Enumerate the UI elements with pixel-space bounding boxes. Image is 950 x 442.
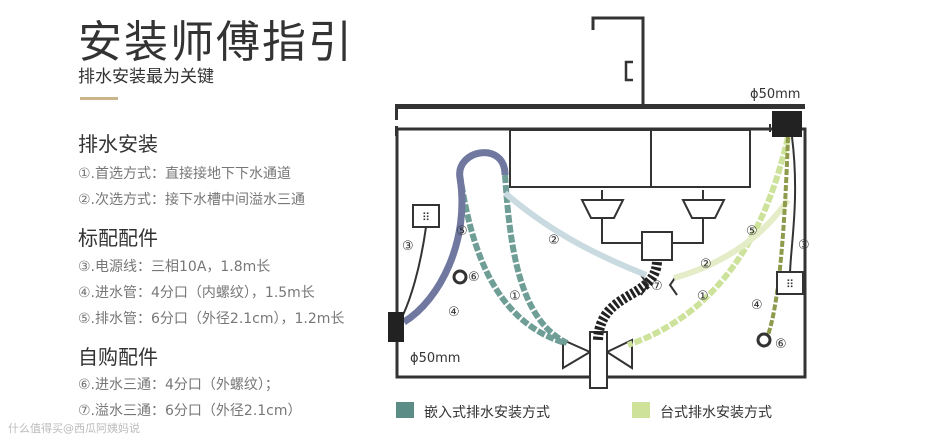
marker-2: ② <box>700 257 712 272</box>
light-green-pipe <box>673 198 791 281</box>
legend-label-countertop: 台式排水安装方式 <box>660 405 772 421</box>
teal-pipe <box>502 174 569 346</box>
pipe-connector-top <box>772 111 802 137</box>
countertop <box>395 104 805 109</box>
inlet-tee-valve <box>756 332 772 348</box>
olive-pipe <box>766 136 790 336</box>
pipe-connector-left <box>388 312 404 342</box>
marker-4: ④ <box>448 305 460 320</box>
sink-drains <box>580 190 726 261</box>
list-item: ③.电源线：三相10A，1.8m长 <box>78 259 271 275</box>
marker-7: ⑦ <box>651 279 663 294</box>
marker-1: ① <box>697 289 709 304</box>
legend-swatch-countertop <box>632 402 650 418</box>
page-subtitle: 排水安装最为关键 <box>78 67 214 87</box>
power-cable <box>789 136 797 276</box>
section-heading-drainage: 排水安装 <box>78 132 158 156</box>
marker-5: ⑤ <box>746 224 758 239</box>
accent-divider <box>80 97 118 100</box>
list-item: ⑦.溢水三通：6分口（外径2.1cm） <box>78 403 302 419</box>
section-heading-purchase: 自购配件 <box>78 345 158 369</box>
svg-text:⠿: ⠿ <box>786 278 794 291</box>
list-item: ②.次选方式：接下水槽中间溢水三通 <box>78 192 306 208</box>
light-blue-pipe <box>503 190 648 278</box>
marker-1: ① <box>509 289 521 304</box>
pipe-size-label-top: ϕ50mm <box>750 87 800 102</box>
floor-drain <box>562 331 633 389</box>
page-title: 安装师傅指引 <box>78 17 354 68</box>
marker-5: ⑤ <box>456 224 468 239</box>
power-socket-right <box>776 271 804 295</box>
watermark: 什么值得买@西瓜阿姨妈说 <box>8 422 140 435</box>
corrugated-drain-pipe <box>593 261 662 341</box>
list-item: ⑤.排水管：6分口（外径2.1cm），1.2m长 <box>78 311 345 327</box>
legend-label-embedded: 嵌入式排水安装方式 <box>424 405 550 421</box>
inlet-tee-valve <box>452 269 468 285</box>
section-heading-standard: 标配配件 <box>78 226 158 250</box>
power-cable-left <box>402 226 427 316</box>
list-item: ⑥.进水三通：4分口（外螺纹）； <box>78 377 279 393</box>
legend-swatch-embedded <box>396 402 414 418</box>
list-item: ④.进水管：4分口（内螺纹），1.5m长 <box>78 285 315 301</box>
marker-6: ⑥ <box>775 337 787 352</box>
marker-4: ④ <box>751 298 763 313</box>
marker-3: ③ <box>798 238 810 253</box>
list-item: ①.首选方式：直接接地下下水通道 <box>78 166 292 182</box>
svg-text:⠿: ⠿ <box>422 211 430 224</box>
green-pipe <box>627 136 791 348</box>
sink-basin <box>509 129 751 188</box>
marker-3: ③ <box>402 239 414 254</box>
faucet <box>591 16 645 106</box>
navy-pipe <box>402 149 509 325</box>
marker-2: ② <box>548 233 560 248</box>
marker-6: ⑥ <box>468 270 480 285</box>
pipe-size-label-left: ϕ50mm <box>410 351 460 366</box>
